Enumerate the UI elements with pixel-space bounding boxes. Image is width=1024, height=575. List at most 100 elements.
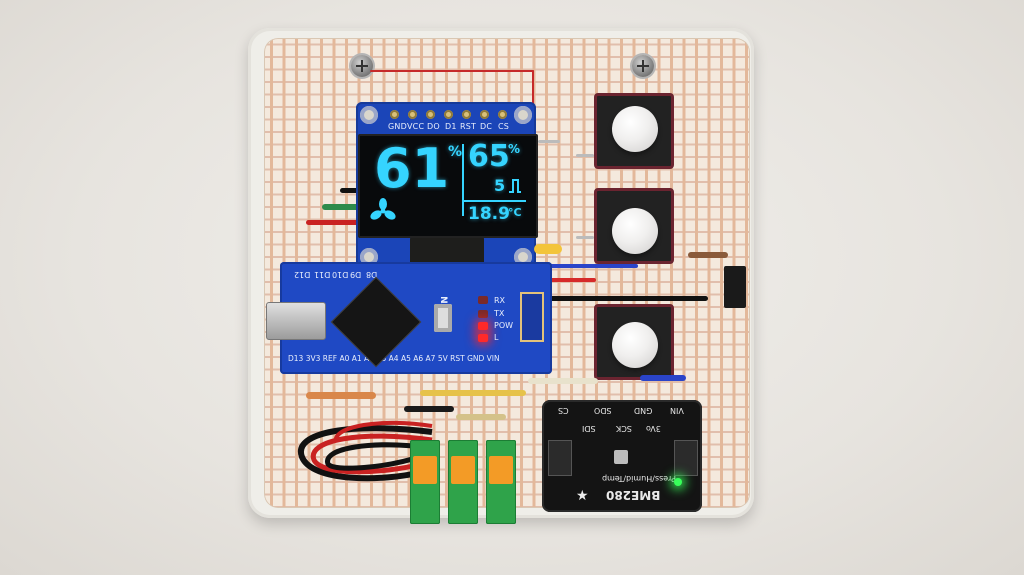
bme280-chip <box>614 450 628 464</box>
pin-vcc <box>408 110 417 119</box>
sensor-pin-sdo: SDO <box>594 406 612 415</box>
pin-label-rst: RST <box>460 122 477 131</box>
pin-cs <box>498 110 507 119</box>
pin-label-cs: CS <box>498 122 510 131</box>
orange-resistor <box>306 392 376 399</box>
nano-pin-label: GND <box>467 354 485 363</box>
blue-wire-2 <box>640 375 686 381</box>
nano-pin-label: VIN <box>486 354 500 363</box>
sensor-pin-sck: SCK <box>616 424 632 433</box>
red-jumper-wire <box>370 70 534 72</box>
fan-icon <box>370 198 396 220</box>
nano-pin-d12: D12 <box>294 270 311 279</box>
pin-d1 <box>444 110 453 119</box>
led-tx <box>478 310 488 318</box>
nano-pin-label: A1 <box>351 354 362 363</box>
pin-label-gnd: GND <box>388 122 407 131</box>
push-button-top[interactable] <box>612 106 658 152</box>
sensor-pin-sdi: SDI <box>582 424 596 433</box>
push-button-middle[interactable] <box>612 208 658 254</box>
sensor-pin-3vo: 3Vo <box>646 424 661 433</box>
red-wire <box>306 220 362 225</box>
bme280-sensor-board: CS SDO GND VIN SDI SCK 3Vo Press/Humid/T… <box>542 400 702 512</box>
temperature-value: 18.9 <box>468 204 510 224</box>
pin-label-vcc: VCC <box>407 122 425 131</box>
humidity-secondary: 65 <box>468 139 510 174</box>
nano-pin-label: A5 <box>400 354 411 363</box>
mount-hole <box>360 248 378 266</box>
led-label-rx: RX <box>494 296 506 305</box>
wire-bundle <box>297 420 433 482</box>
pin-label-do: DO <box>427 122 440 131</box>
icsp-header <box>520 292 544 342</box>
nano-pin-d9: D9 <box>350 270 362 279</box>
nano-pin-label: REF <box>322 354 338 363</box>
nano-pin-label: 5V <box>437 354 448 363</box>
terminal-lever-3[interactable] <box>489 456 513 484</box>
sensor-power-led <box>674 478 682 486</box>
nano-pin-d10: D10 <box>332 270 349 279</box>
nano-pin-label: A7 <box>425 354 436 363</box>
yellow-capacitor <box>534 244 562 254</box>
qwiic-connector-right <box>674 440 698 476</box>
sensor-pin-cs: CS <box>558 406 569 415</box>
sensor-pin-gnd: GND <box>634 406 653 415</box>
nano-pin-label: A4 <box>388 354 399 363</box>
sensor-name: BME280 <box>606 488 661 502</box>
pin-label-dc: DC <box>480 122 493 131</box>
led-label-l: L <box>494 333 499 342</box>
button-lead <box>576 154 594 157</box>
black-wire <box>340 188 364 193</box>
mount-hole <box>514 248 532 266</box>
screw-top-left <box>351 55 373 77</box>
pin-gnd <box>390 110 399 119</box>
pin-rst <box>462 110 471 119</box>
nano-pin-label: D13 <box>288 354 304 363</box>
mount-hole <box>360 106 378 124</box>
resistor-lead <box>538 140 560 143</box>
beige-wire <box>456 414 506 420</box>
pin-label-d1: D1 <box>445 122 457 131</box>
sensor-pin-vin: VIN <box>670 406 684 415</box>
led-label-pow: POW <box>494 321 514 330</box>
qwiic-connector-left <box>548 440 572 476</box>
led-l <box>478 334 488 342</box>
yellow-wire <box>420 390 526 396</box>
nano-bottom-pin-row: D13 3V3 REF A0 A1 A2 A3 A4 A5 A6 A7 5V R… <box>288 354 546 370</box>
nano-pin-label: A6 <box>413 354 424 363</box>
white-component <box>528 378 598 384</box>
led-rx <box>478 296 488 304</box>
pin-dc <box>480 110 489 119</box>
green-wire <box>322 204 362 210</box>
terminal-lever-2[interactable] <box>451 456 475 484</box>
oled-divider-horizontal <box>462 200 526 202</box>
star-icon: ★ <box>576 488 589 504</box>
mount-hole <box>514 106 532 124</box>
humidity-main: 61 <box>374 137 450 200</box>
black-wire-3 <box>404 406 454 412</box>
red-wire-3 <box>548 278 596 282</box>
humidity-main-unit: % <box>448 144 463 160</box>
slide-switch[interactable] <box>724 266 746 308</box>
button-lead <box>576 236 594 239</box>
humidity-secondary-unit: % <box>508 142 521 156</box>
terminal-lever-1[interactable] <box>413 456 437 484</box>
oled-divider-vertical <box>462 144 464 216</box>
temperature-unit: °C <box>508 206 522 219</box>
oled-screen: 61 % 65 % 5 18.9 °C <box>358 134 538 238</box>
led-label-tx: TX <box>494 309 505 318</box>
resistor <box>688 252 728 258</box>
reset-button[interactable] <box>434 304 452 332</box>
push-button-bottom[interactable] <box>612 322 658 368</box>
level-value: 5 <box>494 176 506 195</box>
black-wire-2 <box>548 296 708 301</box>
led-pow <box>478 322 488 330</box>
red-jumper-wire-down <box>532 70 534 106</box>
blue-wire <box>548 264 638 268</box>
nano-pin-label: A0 <box>339 354 350 363</box>
mini-usb-port[interactable] <box>266 302 326 340</box>
nano-pin-label: RST <box>450 354 465 363</box>
sensor-description: Press/Humid/Temp <box>602 474 676 483</box>
nano-pin-label: 3V3 <box>305 354 321 363</box>
pin-do <box>426 110 435 119</box>
